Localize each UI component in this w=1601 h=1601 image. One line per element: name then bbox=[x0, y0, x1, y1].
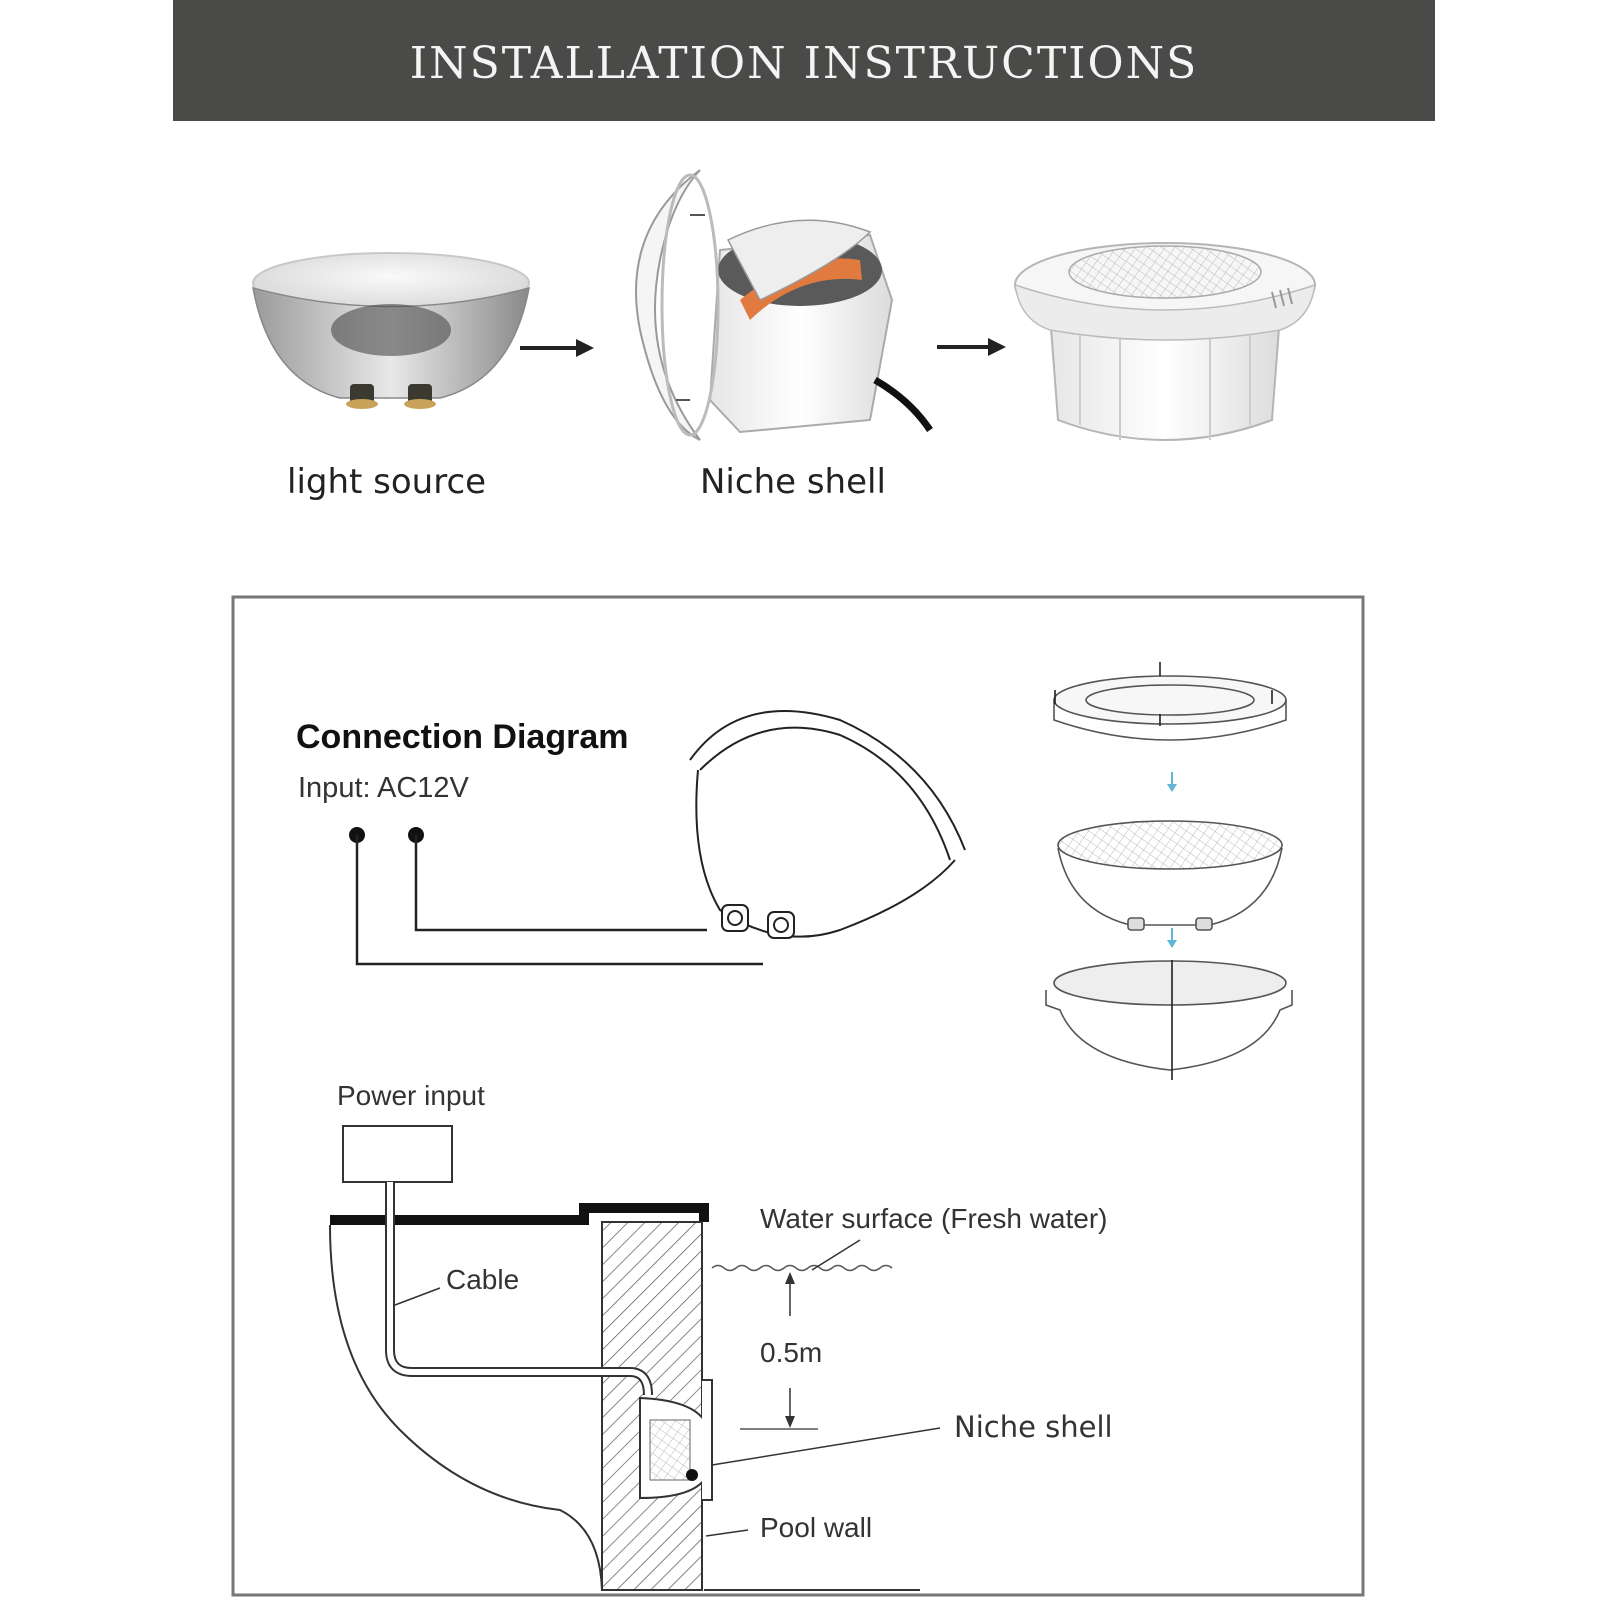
power-input-box bbox=[342, 1125, 453, 1183]
water-surface-line bbox=[711, 1264, 893, 1272]
header-banner: INSTALLATION INSTRUCTIONS bbox=[173, 0, 1435, 121]
exploded-view bbox=[1045, 662, 1293, 1080]
light-source-label: light source bbox=[287, 462, 487, 502]
niche-shell-callout: Niche shell bbox=[954, 1410, 1113, 1444]
input-voltage-label: Input: AC12V bbox=[298, 772, 469, 804]
water-surface-label: Water surface (Fresh water) bbox=[760, 1203, 1108, 1234]
arrow-1 bbox=[520, 339, 594, 357]
power-input-label: Power input bbox=[337, 1080, 485, 1111]
diagram-frame bbox=[231, 595, 1365, 1597]
connection-diagram-title: Connection Diagram bbox=[296, 718, 629, 756]
arrow-2 bbox=[937, 338, 1006, 356]
niche-shell-photo bbox=[635, 169, 933, 441]
pool-cross-section bbox=[329, 1125, 941, 1591]
pool-wall-label: Pool wall bbox=[760, 1512, 873, 1543]
page-title: INSTALLATION INSTRUCTIONS bbox=[409, 38, 1199, 89]
lamp-line-drawing bbox=[689, 710, 966, 939]
wiring-lines bbox=[349, 827, 763, 966]
assembled-light-photo bbox=[1014, 242, 1316, 441]
niche-shell-label: Niche shell bbox=[700, 462, 886, 502]
light-source-photo bbox=[252, 252, 530, 409]
depth-label: 0.5m bbox=[760, 1337, 823, 1368]
cable-label: Cable bbox=[446, 1264, 520, 1295]
